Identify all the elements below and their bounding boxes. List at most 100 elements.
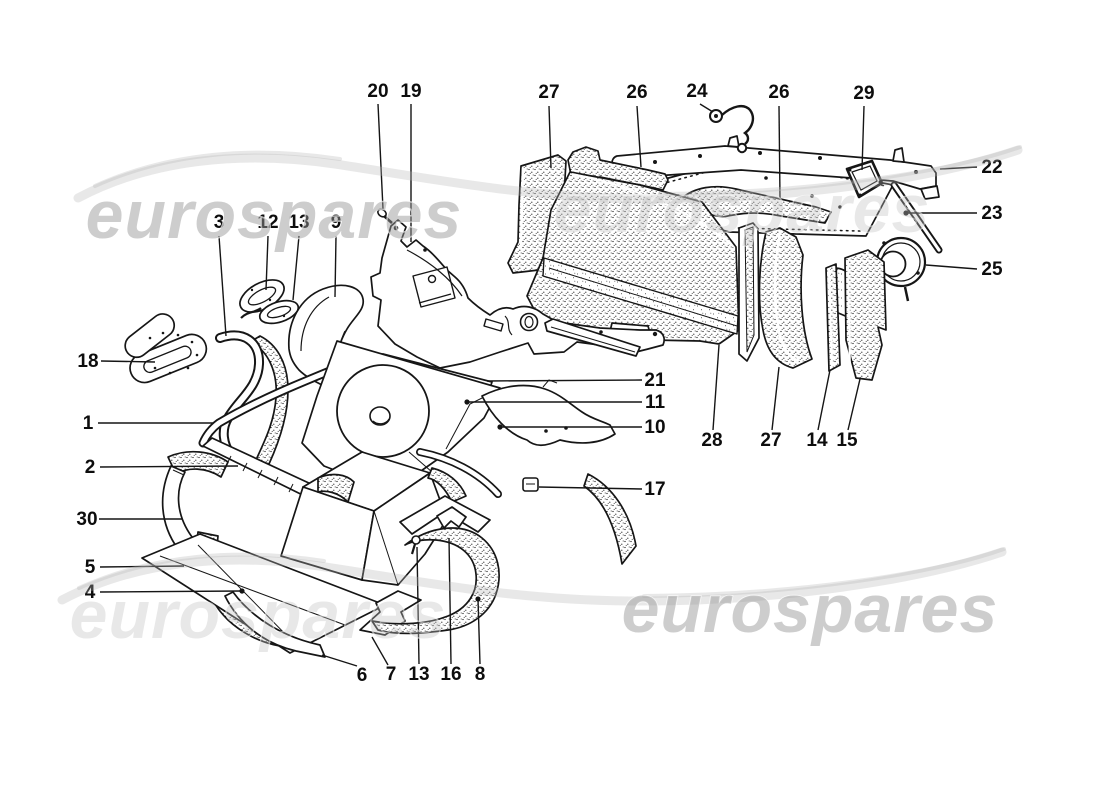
bracket-hole	[758, 151, 762, 155]
callout-29: 29	[853, 83, 875, 171]
part-15-panel	[844, 249, 887, 381]
callout-12: 12	[257, 212, 279, 291]
callout-1: 1	[83, 413, 213, 434]
callout-2: 2	[85, 457, 239, 478]
callout-label-26: 26	[768, 82, 789, 103]
part-23-trim-strip	[890, 181, 943, 254]
stipple-patch-box-left	[317, 473, 355, 503]
callout-label-29: 29	[853, 83, 874, 104]
leader-line-7	[371, 636, 389, 666]
leader-line-2	[99, 465, 239, 468]
stipple-patch-rear-arch	[583, 473, 637, 565]
callout-9: 9	[331, 212, 342, 298]
callout-label-14: 14	[806, 430, 828, 451]
watermark-bottom: eurospares eurospares	[57, 547, 1007, 654]
watermark-swoosh	[658, 145, 1022, 196]
bracket-hole	[698, 154, 702, 158]
part-right-sill-rail	[544, 318, 641, 357]
callout-label-2: 2	[85, 457, 96, 478]
part-11-floor-pan	[301, 340, 501, 493]
callout-label-5: 5	[85, 557, 96, 578]
watermark-text: eurospares	[86, 177, 463, 253]
leader-line-4	[99, 590, 243, 593]
leader-line-17	[538, 486, 643, 490]
callout-label-7: 7	[386, 664, 397, 685]
watermark-text: eurospares	[70, 577, 447, 653]
part-8-insulation-crescent	[371, 527, 500, 635]
callout-30: 30	[76, 509, 182, 530]
callout-label-10: 10	[644, 417, 665, 438]
leader-line-28	[712, 344, 720, 431]
leader-dot-23	[903, 210, 909, 216]
leader-line-26	[636, 105, 642, 168]
part-12-13-strap-buckle	[239, 279, 300, 325]
callout-label-15: 15	[836, 430, 858, 451]
callout-label-22: 22	[981, 157, 1002, 178]
part-16-bracket	[436, 506, 467, 529]
part-l-trim-channel	[738, 222, 760, 362]
leader-line-25	[925, 264, 978, 270]
callout-label-6: 6	[357, 665, 368, 686]
callout-25: 25	[925, 259, 1003, 280]
callout-20: 20	[367, 81, 389, 210]
callout-label-19: 19	[400, 81, 421, 102]
callout-label-13: 13	[288, 212, 309, 233]
part-29-pad	[845, 159, 884, 199]
leader-line-20	[377, 103, 384, 210]
leader-line-9	[334, 235, 337, 298]
watermark-text: eurospares	[622, 571, 999, 647]
part-18-strap-loop	[124, 313, 208, 384]
watermark-text: eurospares	[554, 171, 931, 247]
leader-line-5	[99, 565, 185, 568]
part-24-wire	[709, 104, 755, 154]
callout-24: 24	[686, 81, 714, 113]
callout-21: 21	[486, 370, 666, 391]
part-13-screw	[410, 535, 421, 555]
callout-27: 27	[760, 366, 782, 451]
callout-label-9: 9	[331, 212, 342, 233]
callout-8: 8	[475, 596, 485, 685]
callout-26: 26	[768, 82, 790, 199]
callout-4: 4	[85, 582, 245, 603]
callout-3: 3	[214, 212, 227, 337]
callout-label-24: 24	[686, 81, 708, 102]
callout-7: 7	[371, 636, 397, 685]
bracket-hole	[818, 156, 822, 160]
callout-5: 5	[85, 557, 185, 578]
part-10-side-member	[481, 379, 616, 447]
callout-13: 13	[288, 212, 310, 301]
firewall-block	[412, 266, 456, 308]
leader-dot-10	[497, 424, 503, 430]
callout-label-20: 20	[367, 81, 388, 102]
callout-label-4: 4	[85, 582, 96, 603]
leader-line-29	[861, 105, 865, 171]
arch-lip-band-inner	[417, 449, 501, 497]
callout-label-28: 28	[701, 430, 722, 451]
watermark-swoosh	[93, 150, 342, 188]
watermark-top: eurospares eurospares	[73, 145, 1023, 254]
leader-line-14	[817, 369, 831, 431]
callout-label-27: 27	[760, 430, 781, 451]
callout-13: 13	[408, 546, 430, 685]
part-3-pillar-trim	[215, 330, 264, 460]
part-1-weatherstrip-tube	[198, 353, 362, 448]
wire-eyelet-hole	[714, 114, 718, 118]
leader-dot-11	[464, 399, 470, 405]
callout-label-1: 1	[83, 413, 94, 434]
leader-line-12	[265, 235, 269, 291]
callout-26: 26	[626, 82, 648, 168]
callout-16: 16	[440, 537, 462, 685]
leader-line-27	[548, 105, 552, 169]
callout-label-3: 3	[214, 212, 225, 233]
panel-screw-hole	[838, 205, 842, 209]
callout-28: 28	[701, 344, 723, 451]
watermark-swoosh	[642, 547, 1006, 598]
callout-11: 11	[464, 392, 665, 413]
leader-line-13	[416, 546, 420, 665]
leader-line-8	[477, 598, 481, 665]
leader-line-26	[778, 105, 781, 199]
callout-label-11: 11	[645, 392, 666, 413]
leader-line-24	[699, 103, 714, 113]
leader-line-13	[292, 235, 300, 301]
part-chassis-box	[280, 451, 448, 586]
